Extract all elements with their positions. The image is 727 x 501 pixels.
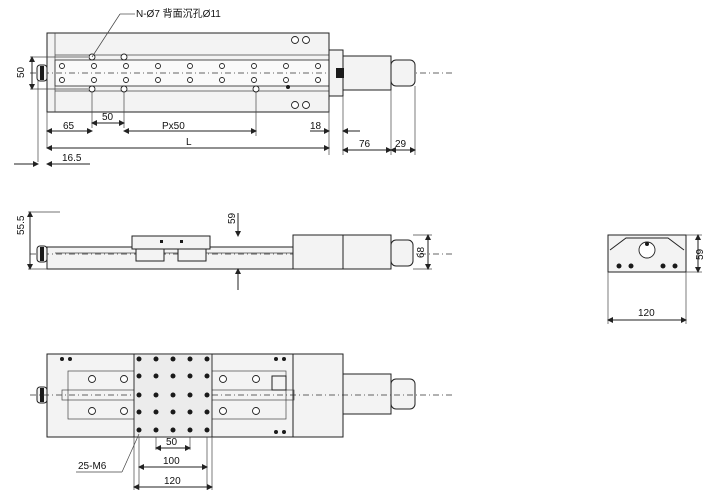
label-holes-callout: N-Ø7 背面沉孔Ø11 [136,7,221,20]
bottom-view-motor [342,373,392,415]
end-view: 120 59 [607,234,706,324]
label-dim-29: 29 [395,139,407,150]
label-dim-76: 76 [359,139,371,150]
bottom-m6-holes [136,356,210,433]
top-motor-end [390,59,416,87]
label-dim-50-bottom: 50 [166,437,178,448]
top-mount-holes [88,36,310,109]
top-view: N-Ø7 背面沉孔Ø11 50 50 65 Px50 18 L 76 29 [14,7,455,167]
top-motor [342,55,392,91]
side-view-motor-block [292,234,344,270]
side-view-slider [131,235,211,250]
label-dim-68: 68 [416,246,427,258]
label-dim-65: 65 [63,121,75,132]
label-dim-50-height: 50 [16,66,27,78]
label-m6-callout: 25-M6 [78,461,107,472]
bottom-view: 25-M6 50 100 120 [30,353,455,490]
label-dim-55-5: 55.5 [16,215,27,235]
top-rail-holes [59,63,321,83]
label-dim-50: 50 [102,112,114,123]
label-dim-100: 100 [163,456,180,467]
side-view-motor [342,234,392,270]
side-view: 55.5 59 68 [16,211,455,290]
bottom-body-holes [60,357,287,434]
label-dim-120-bottom: 120 [164,476,181,487]
label-dim-L: L [186,137,192,148]
label-dim-59-side: 59 [227,212,238,224]
label-dim-px50: Px50 [162,121,185,132]
label-dim-18: 18 [310,121,322,132]
label-dim-16-5: 16.5 [62,153,82,164]
label-dim-59-end: 59 [695,248,706,260]
label-dim-120-end: 120 [638,308,655,319]
bottom-view-motor-block [292,353,344,438]
